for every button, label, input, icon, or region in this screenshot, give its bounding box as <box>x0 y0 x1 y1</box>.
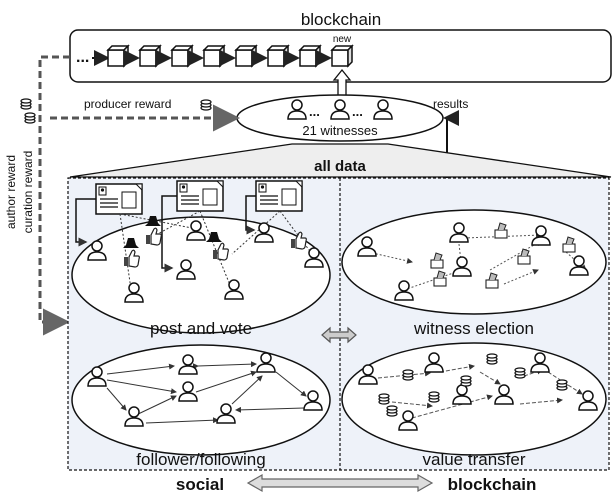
social-label: social <box>176 475 224 494</box>
curation-reward-label: curation reward <box>21 151 35 234</box>
social-blockchain-arrow <box>246 473 434 493</box>
witness-election-group <box>341 209 607 315</box>
post-and-vote-label: post and vote <box>150 319 252 338</box>
coins-icon <box>386 405 398 417</box>
follower-following-group <box>71 344 331 456</box>
results-label: results <box>433 97 468 111</box>
blockchain-bottom-label: blockchain <box>448 475 537 494</box>
witness-ellipsis: ... <box>352 104 363 119</box>
coins-icon <box>378 393 390 405</box>
witnesses-label: 21 witnesses <box>302 123 378 138</box>
coins-icon <box>460 375 472 387</box>
reward-dashed-path <box>38 55 70 336</box>
value-transfer-group <box>341 342 607 456</box>
new-block-label: new <box>333 34 352 45</box>
post-and-vote-group <box>71 180 331 334</box>
block-chain <box>92 45 353 67</box>
new-block <box>331 45 353 67</box>
all-data-funnel <box>69 143 612 178</box>
coins-icon <box>514 367 526 379</box>
post-document-icon <box>95 183 143 215</box>
blockchain-title: blockchain <box>301 10 381 29</box>
producer-reward-label: producer reward <box>84 97 171 111</box>
coins-icon <box>428 391 440 403</box>
coins-icon <box>20 98 32 110</box>
all-data-label: all data <box>314 158 366 175</box>
coins-icon <box>402 369 414 381</box>
witness-to-block-arrow <box>332 68 352 97</box>
witness-election-label: witness election <box>413 319 534 338</box>
social-blockchain-link-arrow <box>321 326 357 344</box>
coins-icon <box>556 379 568 391</box>
coins-icon <box>24 112 36 124</box>
author-reward-label: author reward <box>4 155 18 229</box>
witness-ellipsis: ... <box>309 104 320 119</box>
coins-icon <box>486 353 498 365</box>
follower-following-label: follower/following <box>136 450 265 469</box>
post-document-icon <box>255 180 303 212</box>
post-document-icon <box>176 180 224 212</box>
value-transfer-label: value transfer <box>423 450 526 469</box>
coins-icon <box>200 99 212 111</box>
chain-ellipsis: ... <box>76 49 89 66</box>
